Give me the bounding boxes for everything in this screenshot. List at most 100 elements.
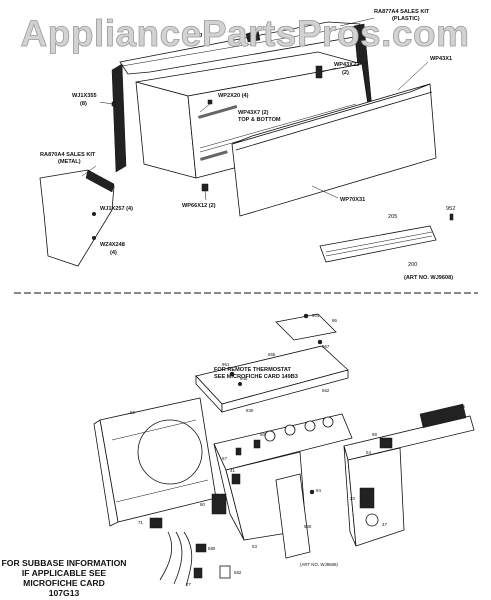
label-80: 80 — [200, 502, 205, 507]
label-wj1x355-qty: (8) — [80, 101, 87, 107]
upper-assembly — [39, 17, 454, 267]
part-77 — [193, 567, 203, 579]
connector-71 — [149, 517, 163, 529]
label-ra877a4-sub: (PLASTIC) — [392, 16, 420, 22]
screw-967 — [317, 339, 323, 345]
screw-wj1x257 — [91, 211, 97, 217]
bracket-wp43x22 — [315, 65, 323, 79]
label-art-no-lower: (ART NO. WJ9589) — [300, 562, 338, 567]
fastener-952 — [449, 213, 454, 221]
front-cover-top — [231, 83, 431, 145]
leader — [99, 101, 113, 105]
label-582: 582 — [234, 570, 242, 575]
grille-line-1 — [325, 231, 433, 253]
leader — [311, 185, 339, 199]
leader — [339, 17, 375, 27]
label-wp70x31: WP70X31 — [340, 197, 365, 203]
knob-3 — [304, 420, 316, 432]
track-hatch — [198, 104, 238, 119]
cabinet-front-face — [135, 81, 197, 179]
label-86: 86 — [332, 318, 337, 323]
shroud-52-edge — [93, 419, 119, 527]
label-wp43x22: WP43X22 — [334, 62, 359, 68]
label-wj1x257: WJ1X257 (4) — [100, 206, 133, 212]
screw-967b — [309, 489, 315, 495]
label-205: 205 — [388, 214, 397, 220]
label-71: 71 — [138, 520, 143, 525]
knob-4 — [322, 416, 334, 428]
part-41 — [231, 473, 241, 485]
label-53: 53 — [252, 544, 257, 549]
note-line-4: 107G13 — [49, 588, 80, 598]
clip-wp66x12 — [201, 183, 209, 192]
label-200: 200 — [408, 262, 417, 268]
switch-90 — [253, 439, 261, 449]
label-wz4x248: WZ4X248 — [100, 242, 125, 248]
part-67 — [235, 447, 242, 456]
shroud-rib — [111, 419, 197, 441]
capacitor-80 — [211, 493, 227, 515]
note-line-2: IF APPLICABLE SEE — [22, 568, 106, 578]
metal-panel-edge — [85, 169, 115, 193]
label-90: 90 — [260, 432, 265, 437]
screw-904 — [303, 313, 309, 319]
fan-opening — [137, 419, 203, 485]
label-560: 560 — [304, 524, 312, 529]
label-wp43x22-qty: (2) — [342, 70, 349, 76]
label-ra870a4: RA870A4 SALES KIT — [40, 152, 96, 158]
terminal-block-45 — [419, 403, 467, 428]
label-remote-1: FOR REMOTE THERMOSTAT — [214, 367, 291, 373]
panel-top-edge — [121, 25, 357, 67]
label-565: 565 — [268, 352, 276, 357]
watermark: AppliancePartsPros.com — [21, 13, 470, 54]
wire-harness-3 — [183, 531, 193, 587]
label-wp66x12: WP66X12 (2) — [182, 203, 216, 209]
label-77: 77 — [186, 582, 191, 587]
label-562: 562 — [322, 388, 330, 393]
label-952: 952 — [446, 206, 455, 212]
part-20 — [359, 487, 375, 509]
label-580: 580 — [208, 546, 216, 551]
label-wj: WJ — [194, 33, 202, 39]
note-line-1: FOR SUBBASE INFORMATION — [2, 558, 127, 568]
knob-1 — [264, 430, 276, 442]
label-wp43x7-sub: TOP & BOTTOM — [238, 117, 281, 123]
screw-940 — [237, 381, 243, 387]
label-47: 47 — [382, 522, 387, 527]
label-wz4x248-qty: (4) — [110, 250, 117, 256]
part-582 — [219, 565, 231, 579]
label-wj1x355: WJ1X355 — [72, 93, 97, 99]
label-wp43x7: WP43X7 (2) — [238, 110, 269, 116]
leader — [321, 67, 337, 73]
label-ra870a4-sub: (METAL) — [58, 159, 81, 165]
right-panel — [343, 415, 475, 461]
label-art-no-upper: (ART NO. WJ9608) — [404, 275, 453, 281]
cover-565-side — [221, 369, 349, 413]
label-54: 54 — [366, 450, 371, 455]
part-88 — [379, 437, 393, 449]
label-904: 904 — [312, 313, 320, 318]
label-ra877a4: RA877A4 SALES KIT — [374, 9, 430, 15]
label-951: 951 — [222, 362, 230, 367]
label-52: 52 — [130, 410, 135, 415]
screw-951 — [229, 371, 235, 377]
label-940: 940 — [240, 376, 248, 381]
shroud-rib-2 — [115, 479, 209, 503]
label-wp2x20: WP2X20 (4) — [218, 93, 249, 99]
screw-wj1x355 — [111, 101, 117, 107]
label-67: 67 — [222, 456, 227, 461]
leader — [81, 165, 97, 177]
lower-assembly — [93, 313, 475, 587]
clip-top — [245, 29, 261, 43]
label-wp43x1: WP43X1 — [430, 56, 452, 62]
screw-wz4x248 — [91, 235, 97, 241]
part-47 — [365, 513, 379, 527]
shroud-52 — [99, 397, 217, 523]
wire-harness-2 — [173, 531, 183, 585]
label-930: 930 — [246, 408, 254, 413]
leader — [199, 103, 211, 113]
rail-line — [199, 103, 357, 149]
leader — [397, 61, 429, 91]
knob-2 — [284, 424, 296, 436]
track-hatch-2 — [199, 150, 228, 161]
